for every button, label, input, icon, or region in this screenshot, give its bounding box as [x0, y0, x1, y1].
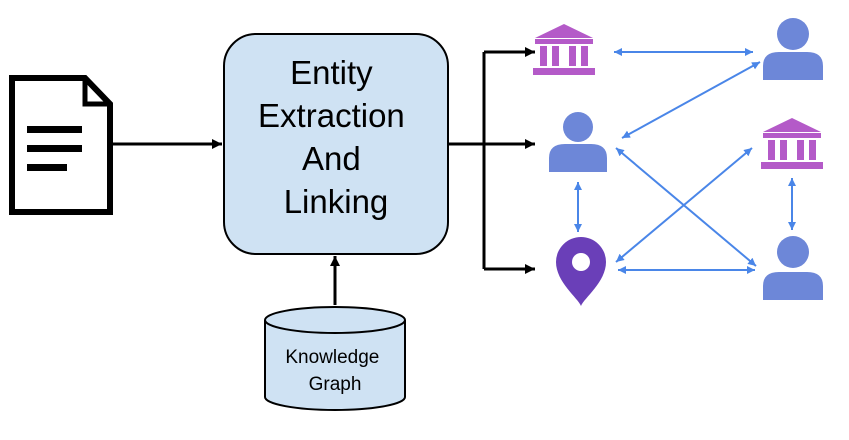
person-icon: [763, 236, 823, 300]
svg-text:Knowledge Graph: Knowledge Graph: [285, 347, 384, 395]
bank-icon: [533, 24, 595, 75]
person-icon: [763, 18, 823, 80]
relation-arrows: [574, 48, 796, 274]
relation-person-left-to-person-bottom: [615, 147, 757, 267]
process-label-line-3: And: [302, 140, 361, 177]
process-label-line-4: Linking: [284, 183, 389, 220]
process-label-line-2: Extraction: [258, 97, 405, 134]
person-icon: [549, 112, 607, 172]
relation-person-top-to-person-left: [621, 61, 761, 139]
knowledge-graph-cylinder: Knowledge Graph: [264, 306, 406, 411]
document-icon: [9, 75, 113, 215]
output-branch-arrows: [448, 47, 535, 274]
knowledge-graph-label-line-2: Graph: [309, 374, 362, 395]
bank-icon: [761, 118, 823, 169]
svg-text:Entity Extraction: Entity Extraction And Linking: [258, 54, 414, 220]
process-box: Entity Extraction And Linking: [223, 33, 449, 255]
knowledge-graph-label-line-1: Knowledge: [285, 347, 379, 368]
relation-pin-to-bank-right: [615, 147, 753, 263]
map-pin-icon: [556, 237, 606, 306]
process-label-line-1: Entity: [290, 54, 373, 91]
